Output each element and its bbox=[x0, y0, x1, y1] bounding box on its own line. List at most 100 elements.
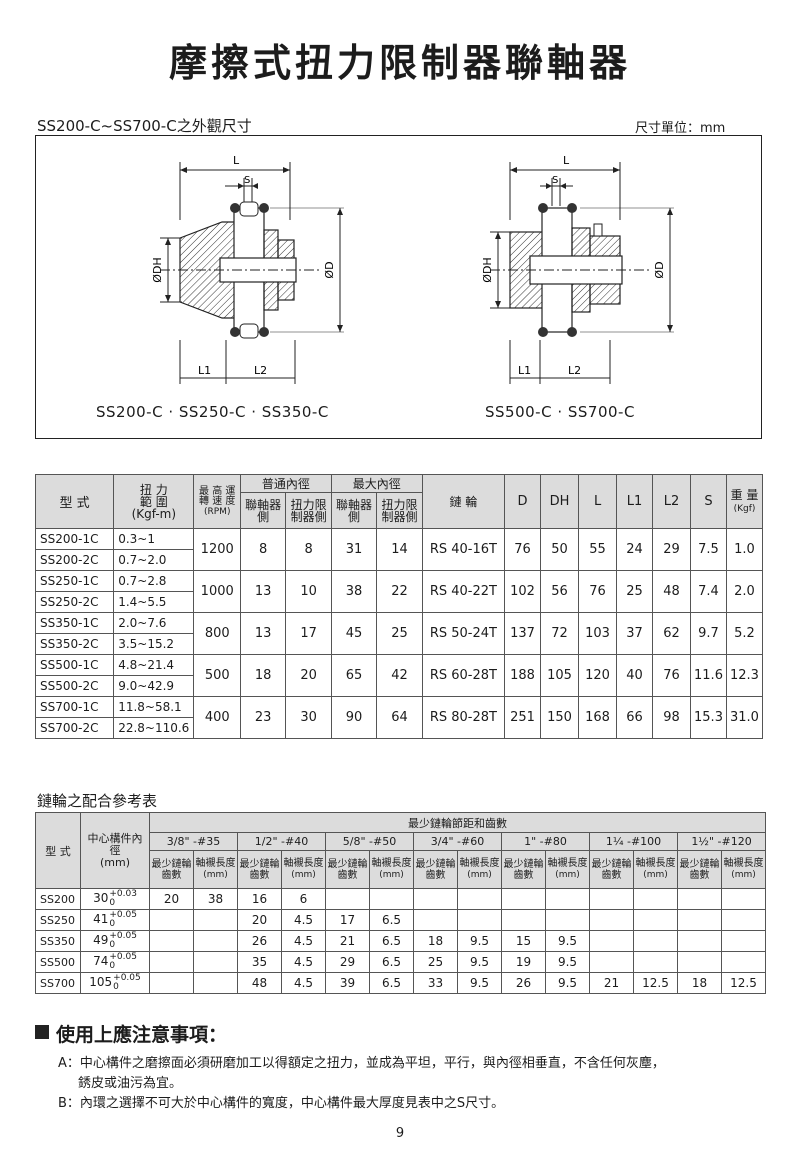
right-coupling-drawing: ØDH ØD L1 L2 L S bbox=[481, 154, 674, 384]
min-teeth-header: 最少鏈輪齒數 bbox=[325, 850, 370, 889]
d-label: ØD bbox=[323, 261, 336, 278]
header-s: S bbox=[690, 474, 727, 529]
model-cell: SS250-2C bbox=[34, 591, 115, 613]
chain-value-cell bbox=[677, 909, 722, 931]
D-cell: 188 bbox=[504, 654, 542, 697]
chain-value-cell bbox=[413, 888, 458, 910]
hub-length-header: 軸襯長度(mm) bbox=[457, 850, 502, 889]
note-label: B： bbox=[58, 1096, 80, 1111]
chain-value-cell: 4.5 bbox=[281, 951, 326, 973]
chain-value-cell bbox=[677, 930, 722, 952]
weight-cell: 2.0 bbox=[725, 570, 764, 613]
chain-value-cell bbox=[720, 888, 767, 910]
header-sprocket: 鏈 輪 bbox=[421, 474, 506, 529]
chain-value-cell: 6.5 bbox=[369, 972, 414, 994]
unit-label: 尺寸單位：mm bbox=[635, 121, 726, 136]
hub-length-header: 軸襯長度(mm) bbox=[633, 850, 678, 889]
normal-coupling-cell: 8 bbox=[239, 528, 287, 571]
chain-value-cell bbox=[633, 951, 678, 973]
DH-cell: 50 bbox=[540, 528, 580, 571]
header-l2: L2 bbox=[651, 474, 692, 529]
chain-value-cell: 12.5 bbox=[720, 972, 767, 994]
s-label-right: S bbox=[552, 175, 558, 186]
header-normal-limiter: 扭力限制器側 bbox=[285, 492, 332, 529]
chain-header-min-group: 最少鏈輪節距和齒數 bbox=[148, 812, 767, 833]
chain-value-cell: 21 bbox=[325, 930, 370, 952]
weight-cell: 1.0 bbox=[725, 528, 764, 571]
max-limiter-cell: 22 bbox=[376, 570, 423, 613]
chain-model-cell: SS500 bbox=[35, 951, 81, 973]
chain-value-cell bbox=[589, 951, 634, 973]
chain-value-cell bbox=[545, 888, 590, 910]
normal-limiter-cell: 17 bbox=[285, 612, 332, 655]
max-coupling-cell: 90 bbox=[330, 696, 378, 739]
weight-cell: 31.0 bbox=[725, 696, 764, 739]
chain-value-cell: 15 bbox=[501, 930, 546, 952]
chain-value-cell: 12.5 bbox=[633, 972, 678, 994]
chain-value-cell: 17 bbox=[325, 909, 370, 931]
chain-value-cell: 16 bbox=[237, 888, 282, 910]
chain-value-cell: 18 bbox=[413, 930, 458, 952]
L1-cell: 40 bbox=[616, 654, 653, 697]
max-limiter-cell: 25 bbox=[376, 612, 423, 655]
drawing-box bbox=[35, 135, 762, 439]
chain-header-model: 型 式 bbox=[35, 812, 81, 889]
normal-limiter-cell: 8 bbox=[285, 528, 332, 571]
torque-cell: 0.3~1 bbox=[113, 528, 195, 550]
left-caption: SS200-C · SS250-C · SS350-C bbox=[96, 403, 329, 421]
header-max-bore: 最大內徑 bbox=[330, 474, 423, 493]
notes-list: A：中心構件之磨擦面必須研磨加工以得額定之扭力，並成為平坦，平行，與內徑相垂直，… bbox=[58, 1054, 768, 1114]
chain-value-cell bbox=[545, 909, 590, 931]
chain-value-cell: 18 bbox=[677, 972, 722, 994]
max-coupling-cell: 38 bbox=[330, 570, 378, 613]
chain-size-header: 1/2" -#40 bbox=[237, 832, 326, 851]
weight-cell: 5.2 bbox=[725, 612, 764, 655]
rpm-cell: 1200 bbox=[193, 528, 241, 571]
note-item: B：內環之選擇不可大於中心構件的寬度，中心構件最大厚度見表中之S尺寸。 bbox=[58, 1094, 768, 1114]
chain-value-cell bbox=[457, 909, 502, 931]
l1-label-right: L1 bbox=[518, 364, 531, 377]
rpm-cell: 400 bbox=[193, 696, 241, 739]
chain-size-header: 5/8" -#50 bbox=[325, 832, 414, 851]
chain-value-cell: 9.5 bbox=[545, 951, 590, 973]
chain-model-cell: SS200 bbox=[35, 888, 81, 910]
chain-value-cell: 9.5 bbox=[457, 930, 502, 952]
DH-cell: 150 bbox=[540, 696, 580, 739]
chain-value-cell bbox=[589, 909, 634, 931]
chain-value-cell bbox=[149, 930, 194, 952]
L1-cell: 25 bbox=[616, 570, 653, 613]
l2-label: L2 bbox=[254, 364, 267, 377]
section-subtitle: SS200-C~SS700-C之外觀尺寸 bbox=[37, 117, 252, 135]
sprocket-cell: RS 50-24T bbox=[421, 612, 506, 655]
L1-cell: 24 bbox=[616, 528, 653, 571]
chain-value-cell bbox=[149, 972, 194, 994]
chain-value-cell bbox=[633, 888, 678, 910]
chain-size-header: 1½" -#120 bbox=[676, 832, 767, 851]
L1-cell: 66 bbox=[616, 696, 653, 739]
header-l1: L1 bbox=[616, 474, 653, 529]
chain-value-cell: 9.5 bbox=[457, 951, 502, 973]
header-model: 型 式 bbox=[34, 474, 115, 529]
chain-model-cell: SS250 bbox=[35, 909, 81, 931]
header-speed: 最 高 運 轉 速 度(RPM) bbox=[193, 474, 241, 529]
L2-cell: 48 bbox=[651, 570, 692, 613]
rpm-cell: 500 bbox=[193, 654, 241, 697]
chain-value-cell: 4.5 bbox=[281, 930, 326, 952]
torque-cell: 22.8~110.6 bbox=[113, 717, 195, 739]
DH-cell: 72 bbox=[540, 612, 580, 655]
chain-value-cell bbox=[589, 888, 634, 910]
page-title: 摩擦式扭力限制器聯軸器 bbox=[168, 41, 631, 85]
max-coupling-cell: 65 bbox=[330, 654, 378, 697]
L-cell: 120 bbox=[578, 654, 618, 697]
model-cell: SS500-1C bbox=[34, 654, 115, 676]
chain-value-cell bbox=[633, 909, 678, 931]
torque-cell: 2.0~7.6 bbox=[113, 612, 195, 634]
chain-value-cell bbox=[149, 951, 194, 973]
normal-coupling-cell: 13 bbox=[239, 612, 287, 655]
chain-value-cell: 9.5 bbox=[457, 972, 502, 994]
chain-value-cell bbox=[501, 909, 546, 931]
